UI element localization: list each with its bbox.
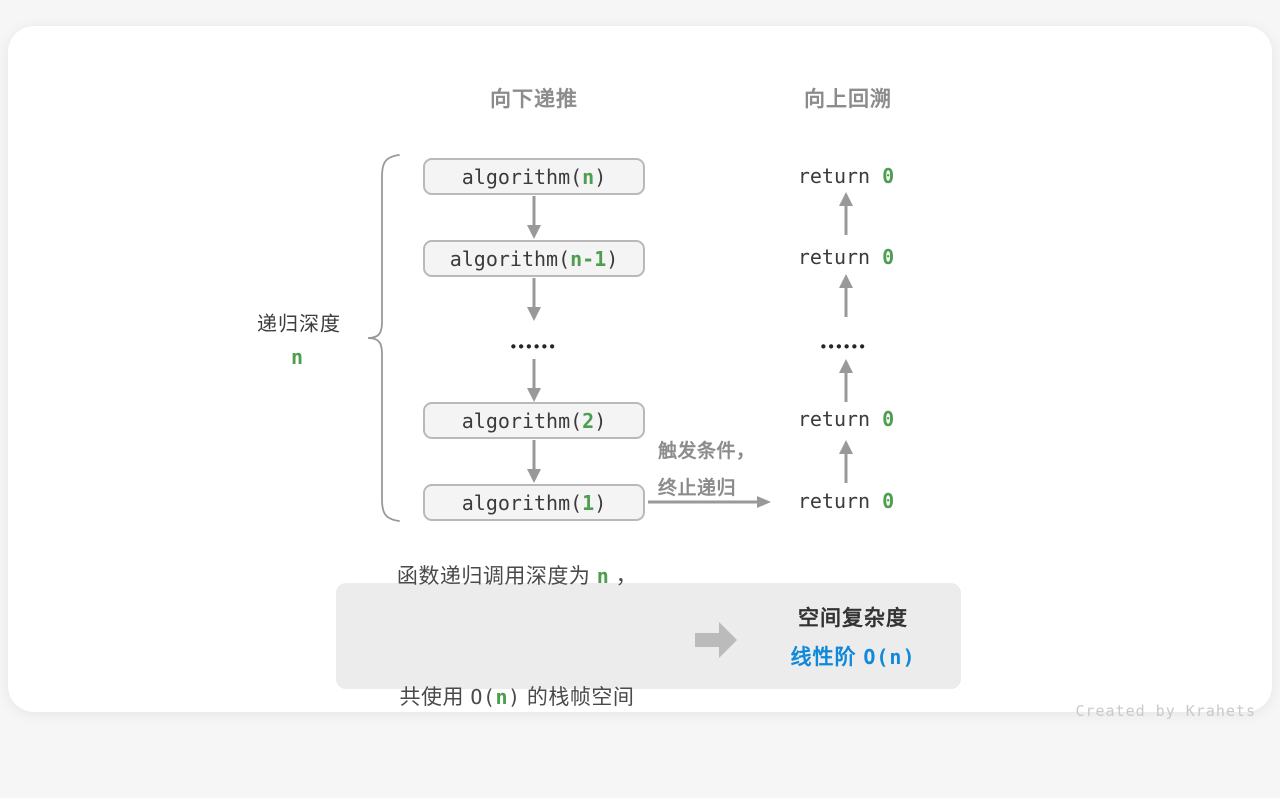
up-arrow-icon — [839, 440, 853, 483]
complexity-result-code: O(n) — [863, 645, 916, 669]
return-value: 0 — [882, 245, 895, 269]
down-arrow-icon — [527, 440, 541, 483]
code-text: ) — [594, 408, 607, 433]
stack-box-algorithm-n-1: algorithm(n-1) — [423, 240, 645, 277]
return-keyword: return — [797, 164, 883, 188]
right-arrow-icon — [648, 496, 771, 508]
return-keyword: return — [797, 407, 883, 431]
code-text: ) — [594, 164, 607, 189]
summary-line1: 函数递归调用深度为 n ， — [397, 556, 637, 597]
recursion-depth-brace — [367, 154, 400, 522]
summary-code-close: ) — [508, 685, 521, 709]
up-arrow-icon — [839, 274, 853, 317]
code-arg: n — [582, 164, 595, 189]
code-text: ) — [606, 246, 619, 271]
up-arrow-icon — [839, 192, 853, 235]
trigger-note-line1: 触发条件， — [658, 441, 756, 462]
return-ellipsis: •••••• — [820, 338, 868, 356]
stack-box-algorithm-n: algorithm(n) — [423, 158, 645, 195]
return-row: return 0 — [798, 489, 894, 513]
watermark: Created by Krahets — [1075, 702, 1256, 720]
depth-value: n — [290, 345, 304, 369]
return-keyword: return — [797, 245, 883, 269]
return-value: 0 — [882, 489, 895, 513]
summary-code-n: n — [495, 685, 509, 709]
code-text: ) — [594, 490, 607, 515]
stack-box-algorithm-1: algorithm(1) — [423, 484, 645, 521]
figure-canvas: 向下递推 向上回溯 递归深度 n algorithm(n) algorithm(… — [8, 26, 1272, 720]
return-row: return 0 — [798, 164, 894, 188]
code-arg: n-1 — [570, 246, 607, 271]
trigger-note: 触发条件， 终止递归 — [658, 433, 756, 507]
summary-text: ， — [609, 565, 638, 588]
down-arrow-icon — [527, 278, 541, 321]
summary-code-o: O( — [470, 685, 496, 709]
return-value: 0 — [882, 164, 895, 188]
summary-left-text: 函数递归调用深度为 n ， 共使用 O(n) 的栈帧空间 — [397, 476, 637, 798]
return-row: return 0 — [798, 245, 894, 269]
down-arrow-icon — [527, 359, 541, 402]
code-text: algorithm( — [449, 246, 571, 271]
summary-line2: 共使用 O(n) 的栈帧空间 — [397, 677, 637, 718]
down-arrow-icon — [527, 196, 541, 239]
trigger-note-line2: 终止递归 — [658, 478, 737, 499]
up-arrow-icon — [839, 359, 853, 402]
return-value: 0 — [882, 407, 895, 431]
code-arg: 2 — [582, 408, 595, 433]
depth-label: 递归深度 — [257, 313, 341, 336]
return-keyword: return — [797, 489, 883, 513]
column-header-backtrack: 向上回溯 — [804, 88, 892, 111]
summary-text: 的栈帧空间 — [520, 686, 635, 709]
summary-text: 函数递归调用深度为 — [396, 565, 597, 588]
stack-box-algorithm-2: algorithm(2) — [423, 402, 645, 439]
complexity-result-text: 线性阶 — [790, 646, 864, 669]
return-row: return 0 — [798, 407, 894, 431]
code-text: algorithm( — [461, 164, 583, 189]
complexity-title: 空间复杂度 — [798, 607, 908, 630]
summary-text: 共使用 — [399, 686, 471, 709]
complexity-result: 线性阶 O(n) — [790, 641, 915, 671]
column-header-descend: 向下递推 — [490, 88, 578, 111]
block-arrow-icon — [695, 622, 737, 658]
summary-code-n: n — [596, 564, 610, 588]
summary-box — [336, 583, 961, 689]
code-text: algorithm( — [461, 490, 583, 515]
code-arg: 1 — [582, 490, 595, 515]
code-text: algorithm( — [461, 408, 583, 433]
stack-ellipsis: •••••• — [510, 338, 558, 356]
